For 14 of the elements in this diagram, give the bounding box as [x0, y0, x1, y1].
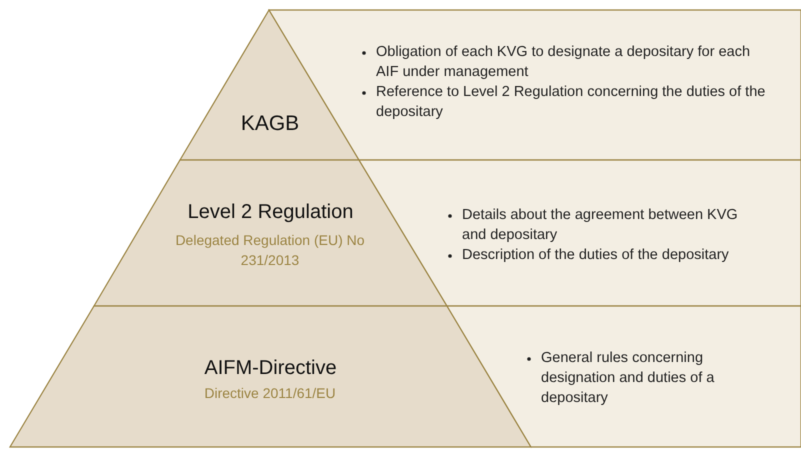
tier-title: Level 2 Regulation — [186, 201, 354, 224]
pyramid-tier — [94, 160, 447, 306]
pyramid-tier — [180, 10, 359, 160]
bullet-text: Obligation of each KVG to designate a depositary for each AIF under management — [376, 44, 750, 80]
tier-subtitle: Delegated Regulation (EU) No 231/2013 — [174, 231, 366, 270]
bullet-text: General rules concerning designation and duties of a depositary — [541, 350, 714, 406]
bullet-text: Reference to Level 2 Regulation concerning the duties of the depositary — [376, 84, 766, 120]
bullet-text: Details about the agreement between KVG and depositary — [462, 207, 738, 243]
description-panel — [447, 306, 801, 447]
tier-title: AIFM-Directive — [203, 357, 338, 380]
tier-subtitle: Directive 2011/61/EU — [203, 384, 337, 403]
bullet-text: Description of the duties of the depositary — [462, 247, 729, 263]
tier-title: KAGB — [240, 112, 300, 136]
pyramid-tier — [10, 306, 531, 447]
